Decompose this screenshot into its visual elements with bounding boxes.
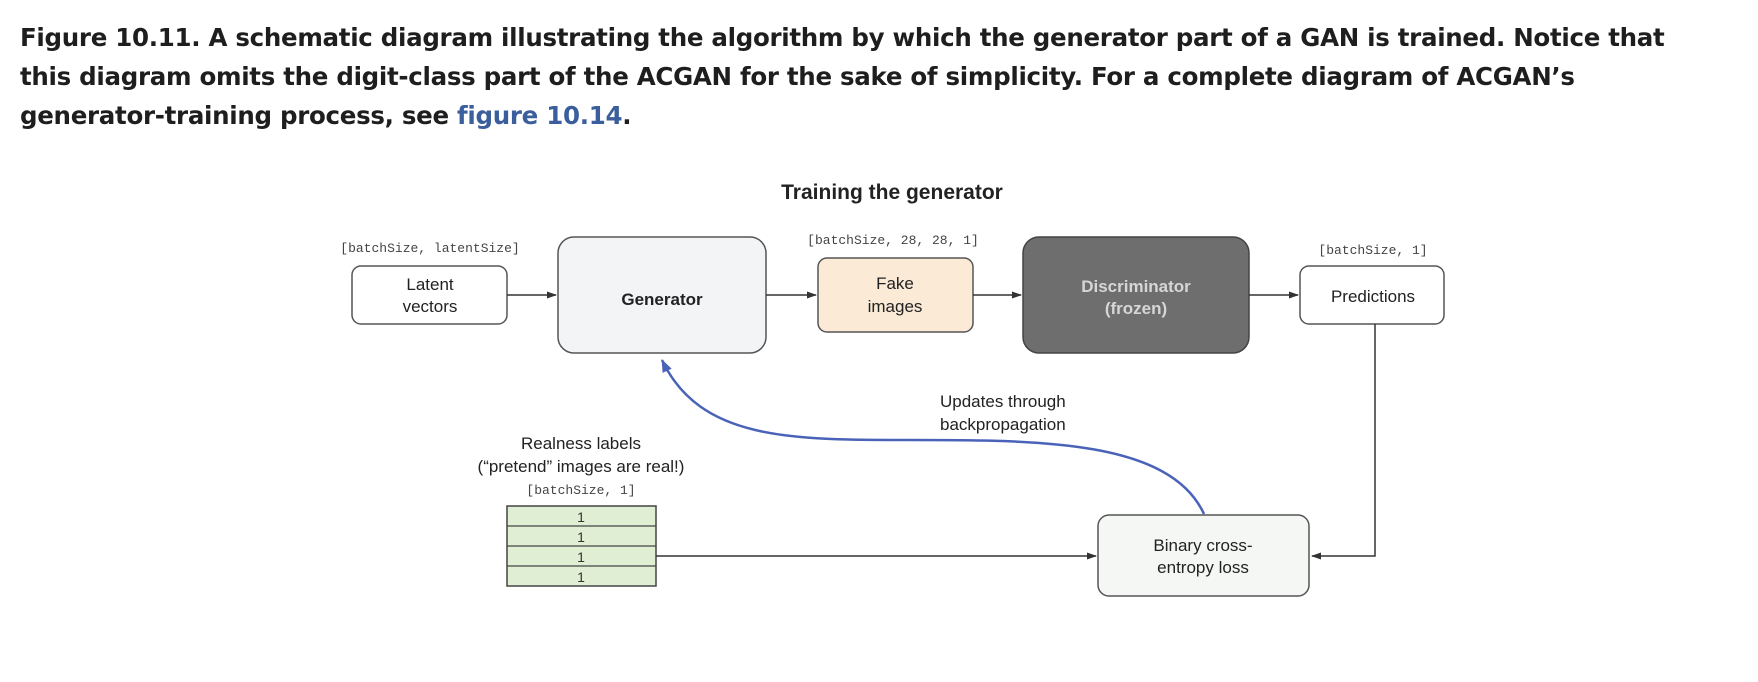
realness-shape-label: [batchSize, 1] [526,483,635,498]
latent-label-line2: vectors [403,297,458,316]
realness-labels-table: 1 1 1 1 [506,505,657,587]
latent-vectors-node: Latent vectors [351,265,508,325]
figure-caption: Figure 10.11. A schematic diagram illust… [20,18,1720,135]
latent-label-line1: Latent [406,275,454,294]
updates-label-line1: Updates through [940,392,1066,411]
updates-label-line2: backpropagation [940,415,1066,434]
realness-label-line2: (“pretend” images are real!) [478,457,685,476]
loss-label-line1: Binary cross- [1153,536,1252,555]
fake-label-line1: Fake [876,274,914,293]
realness-value: 1 [577,529,585,545]
discriminator-label-line1: Discriminator [1081,277,1191,296]
backpropagation-arrow [660,359,1206,515]
realness-value: 1 [577,569,585,585]
predictions-shape-label: [batchSize, 1] [1318,243,1427,258]
discriminator-label-line2: (frozen) [1105,299,1167,318]
arrow-predictions-to-loss [1311,324,1376,560]
predictions-node: Predictions [1299,265,1445,325]
realness-value: 1 [577,509,585,525]
generator-label: Generator [621,290,703,309]
latent-shape-label: [batchSize, latentSize] [340,241,519,256]
diagram-title: Training the generator [781,181,1003,204]
figure-link[interactable]: figure 10.14 [457,101,623,130]
realness-label-line1: Realness labels [521,434,641,453]
caption-end: . [622,101,632,130]
realness-value: 1 [577,549,585,565]
predictions-label: Predictions [1331,287,1415,306]
loss-label-line2: entropy loss [1157,558,1249,577]
fake-shape-label: [batchSize, 28, 28, 1] [807,233,979,248]
fake-label-line2: images [868,297,923,316]
caption-text: Figure 10.11. A schematic diagram illust… [20,23,1665,130]
fake-images-node: Fake images [817,257,974,333]
generator-node: Generator [557,236,767,354]
loss-node: Binary cross- entropy loss [1097,514,1310,597]
discriminator-node: Discriminator (frozen) [1022,236,1250,354]
